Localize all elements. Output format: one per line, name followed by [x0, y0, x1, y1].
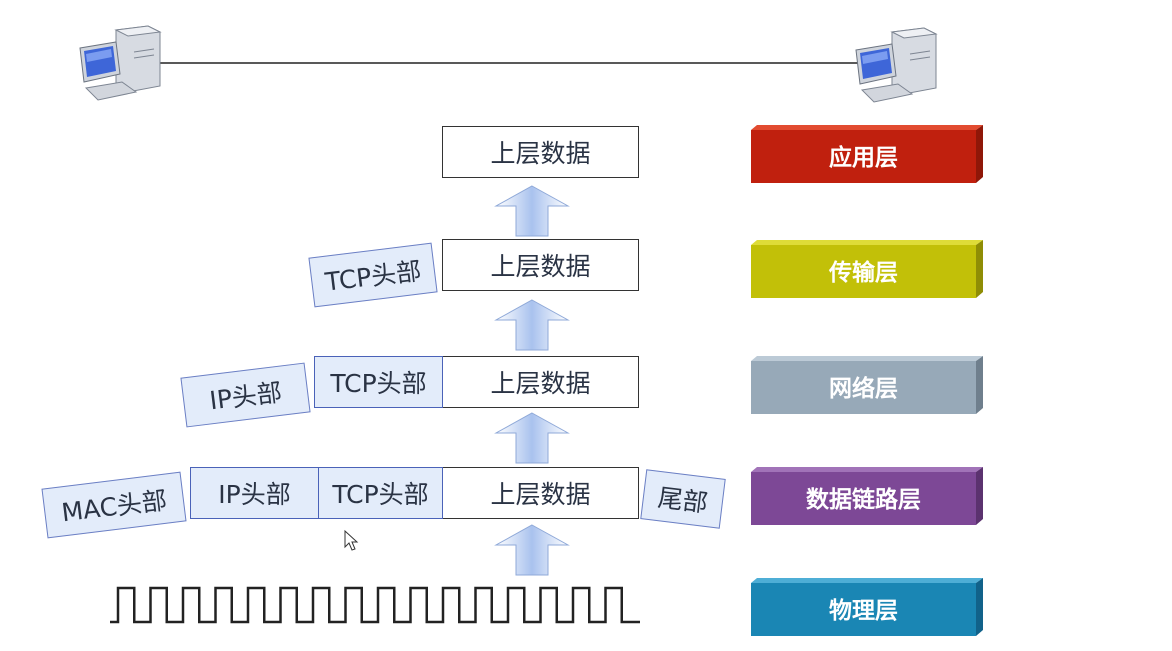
up-arrow-icon: [494, 412, 570, 464]
ip-header-block-tilted: IP头部: [180, 362, 311, 428]
tcp-header-block: TCP头部: [314, 356, 443, 408]
layer-label: 网络层: [829, 376, 898, 402]
computer-icon: [79, 25, 162, 101]
upper-data-block: 上层数据: [442, 126, 639, 178]
ip-header-block: IP头部: [190, 467, 319, 519]
layer-label: 数据链路层: [806, 487, 921, 513]
layer-bar-top: [751, 356, 983, 361]
layer-application: 应用层: [751, 125, 983, 183]
layer-bar-front: [751, 361, 976, 414]
up-arrow-icon: [494, 185, 570, 237]
layer-bar-shape: [751, 356, 983, 414]
layer-bar-shape: [751, 467, 983, 525]
tcp-header-block: TCP头部: [318, 467, 443, 519]
layer-bar-top: [751, 578, 983, 583]
layer-bar-shape: [751, 240, 983, 298]
network-link: [160, 62, 858, 64]
layer-network: 网络层: [751, 356, 983, 414]
layer-bar-side: [976, 467, 983, 525]
layer-bar-top: [751, 240, 983, 245]
tcp-header-block-tilted: TCP头部: [308, 242, 438, 308]
layer-bar-top: [751, 125, 983, 130]
physical-signal-wave: [110, 586, 640, 624]
layer-label: 传输层: [829, 260, 898, 286]
layer-bar-side: [976, 578, 983, 636]
layer-bar-side: [976, 125, 983, 183]
layer-bar-shape: [751, 578, 983, 636]
mouse-cursor-icon: [344, 529, 359, 551]
layer-data-link: 数据链路层: [751, 467, 983, 525]
layer-label: 物理层: [829, 598, 898, 624]
layer-bar-top: [751, 467, 983, 472]
computer-icon: [855, 27, 938, 103]
up-arrow-icon: [494, 524, 570, 576]
layer-bar-side: [976, 240, 983, 298]
layer-bar-front: [751, 583, 976, 636]
layer-bar-side: [976, 356, 983, 414]
upper-data-block: 上层数据: [442, 356, 639, 408]
layer-bar-front: [751, 130, 976, 183]
upper-data-block: 上层数据: [442, 239, 639, 291]
layer-physical: 物理层: [751, 578, 983, 636]
layer-label: 应用层: [829, 145, 898, 171]
layer-transport: 传输层: [751, 240, 983, 298]
layer-bar-shape: [751, 125, 983, 183]
trailer-block-tilted: 尾部: [640, 469, 726, 529]
layer-bar-front: [751, 245, 976, 298]
mac-header-block-tilted: MAC头部: [41, 471, 187, 539]
upper-data-block: 上层数据: [442, 467, 639, 519]
up-arrow-icon: [494, 299, 570, 351]
layer-bar-front: [751, 472, 976, 525]
